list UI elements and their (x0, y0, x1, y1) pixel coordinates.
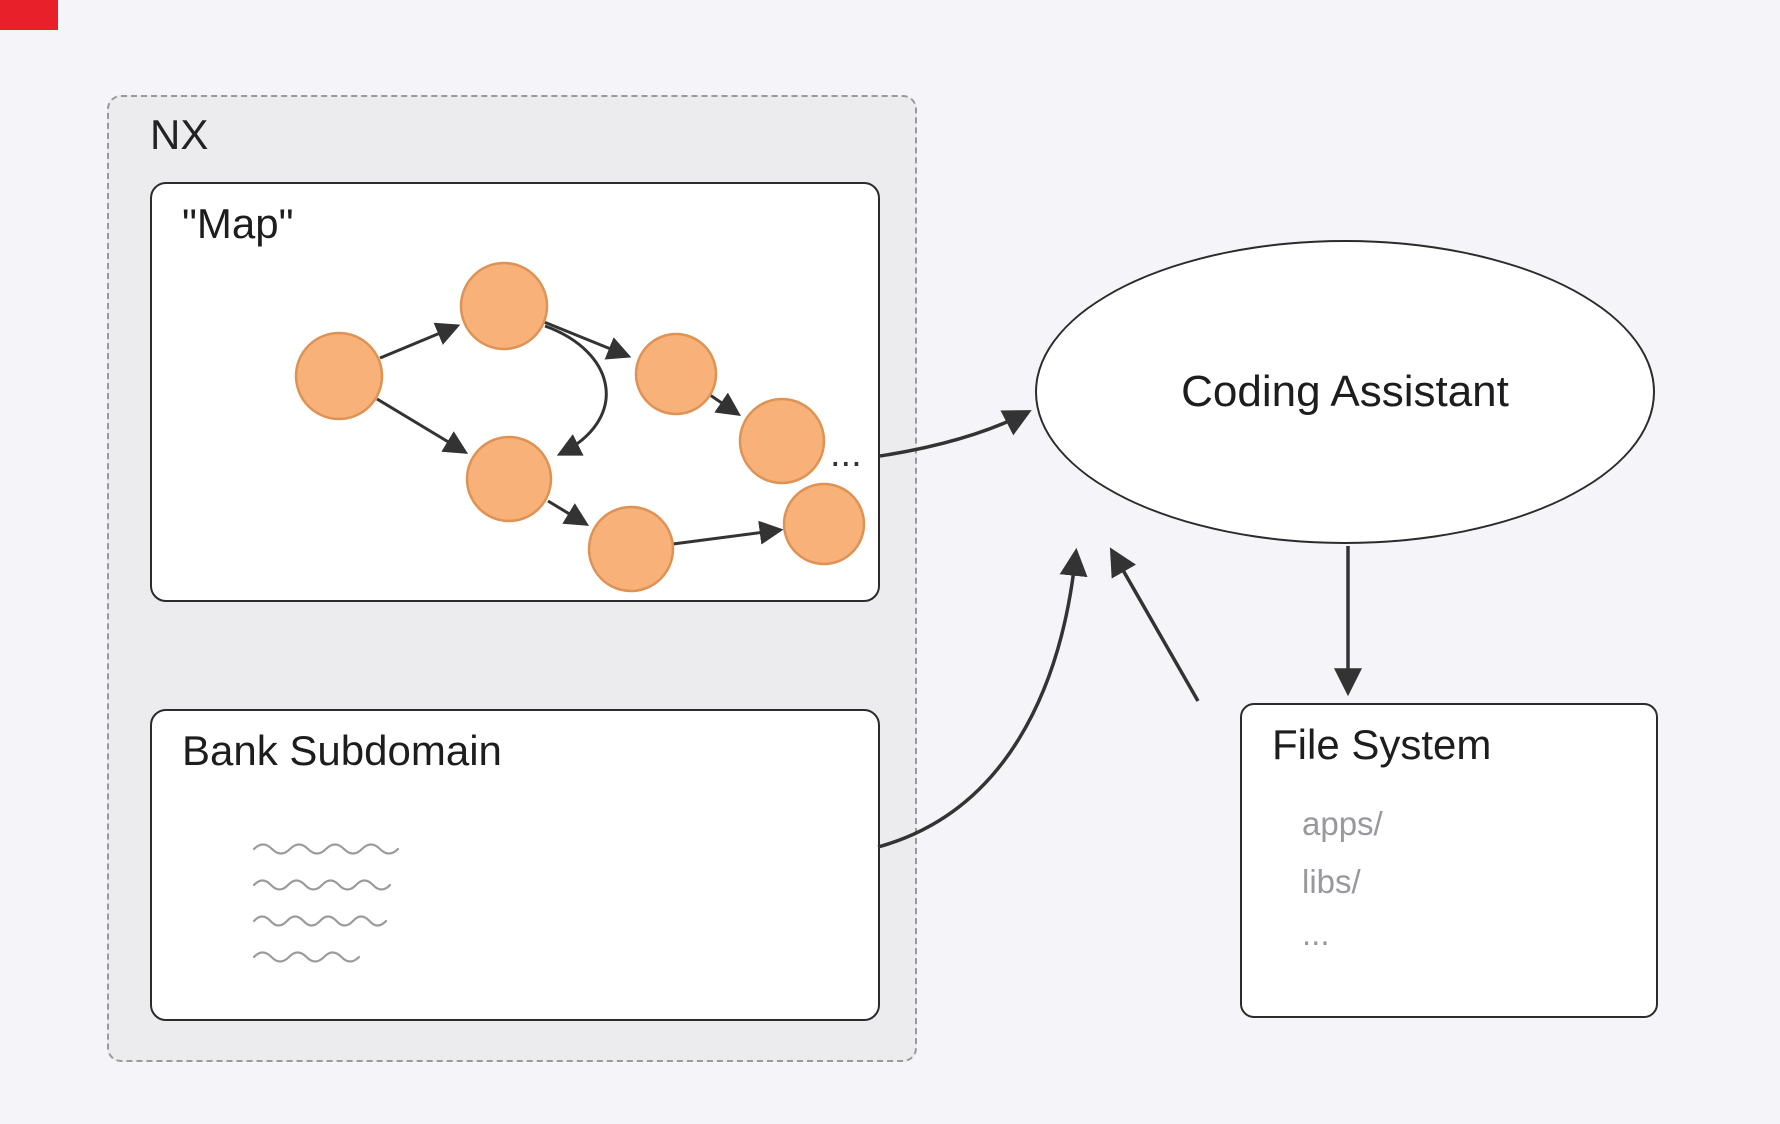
file-system-box: File System apps/ libs/ ... (1240, 703, 1658, 1018)
map-box: "Map" (150, 182, 880, 602)
graph-ellipsis-text: ... (830, 433, 862, 475)
map-title: "Map" (182, 200, 294, 247)
graph-node (459, 261, 549, 351)
graph-edge-curved (544, 324, 608, 456)
graph-node (587, 505, 675, 593)
nx-group-box: NX "Map" (107, 95, 917, 1062)
bank-subdomain-title: Bank Subdomain (182, 727, 502, 774)
file-system-title: File System (1272, 721, 1492, 768)
fs-item-ellipsis: ... (1302, 915, 1330, 952)
coding-assistant-label: Coding Assistant (1181, 367, 1509, 416)
graph-node (634, 332, 718, 416)
graph-node (738, 397, 826, 485)
squiggle-line (252, 915, 388, 927)
graph-edge (379, 322, 461, 360)
graph-node (294, 331, 384, 421)
coding-assistant-ellipse: Coding Assistant (1035, 240, 1655, 544)
squiggle-line (252, 843, 400, 855)
graph-edge (376, 397, 469, 454)
graph-edge (543, 320, 632, 360)
red-corner-marker (0, 0, 58, 30)
graph-edge (709, 392, 741, 417)
nx-label: NX (150, 111, 209, 158)
graph-edge (672, 520, 784, 546)
fs-item-libs: libs/ (1302, 863, 1361, 900)
graph-edge (547, 499, 590, 526)
graph-node (465, 435, 553, 523)
fs-item-apps: apps/ (1302, 805, 1383, 842)
dependency-graph: ... (294, 261, 866, 593)
squiggle-line (252, 879, 392, 891)
graph-node (782, 482, 866, 566)
arrow-filesystem-to-assistant (1109, 547, 1200, 702)
bank-subdomain-box: Bank Subdomain (150, 709, 880, 1021)
squiggle-line (252, 951, 361, 963)
squiggle-text-placeholder (252, 843, 400, 963)
